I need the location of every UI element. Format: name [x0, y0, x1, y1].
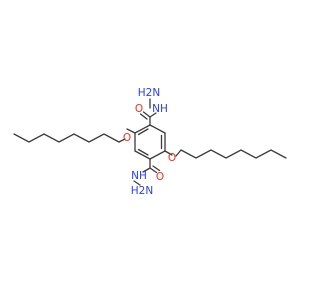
oxygen-ether-right: O — [168, 152, 176, 164]
oxygen-ether-left: O — [123, 132, 131, 144]
upper-hydrazide — [139, 98, 157, 126]
atom-labels: O NH H2N O NH H2N O O — [123, 87, 176, 197]
nh2-atom-lower: H2N — [131, 185, 153, 197]
right-decyloxy-chain — [164, 149, 287, 159]
nh2-atom-upper: H2N — [138, 87, 160, 99]
lower-hydrazide — [133, 158, 161, 186]
left-decyloxy-chain — [13, 128, 136, 143]
molecule-structure: O NH H2N O NH H2N O O — [13, 87, 287, 197]
oxygen-atom-upper: O — [135, 103, 143, 115]
benzene-ring — [134, 124, 166, 160]
nh-atom-lower: NH — [131, 170, 147, 182]
nh-atom-upper: NH — [152, 103, 168, 115]
oxygen-atom-lower: O — [156, 171, 164, 183]
